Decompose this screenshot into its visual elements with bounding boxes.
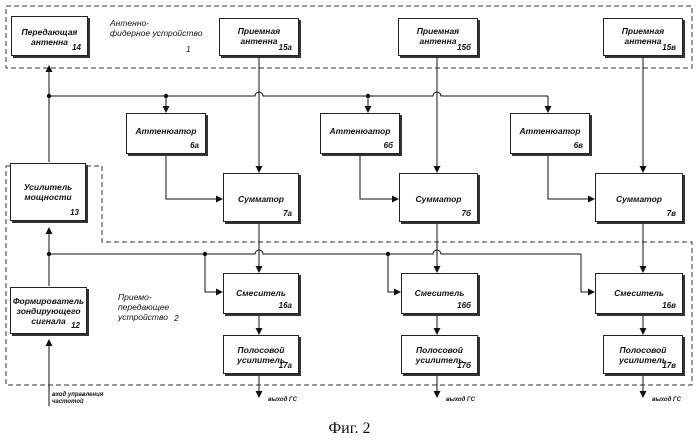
line-att-b-to-sum-b [360,154,398,199]
block-number: 17в [662,361,676,370]
line-bus-to-mix-v [581,254,594,292]
summator-v-block: Сумматор 7в [595,173,683,222]
block-number: 7а [283,209,292,218]
block-name: Аттенюатор [511,126,589,136]
block-number: 7в [667,209,676,218]
block-number: 6в [574,141,583,150]
tx-antenna-block: Передающая антенна 14 [11,16,88,56]
transceiver-title: Приемо- передающее устройство [118,292,169,322]
line-bus-to-mix-b [388,254,400,292]
bandpass-amplifier-v-block: Полосовой усилитель 17в [603,335,683,374]
rx-antenna-v-block: Приемная антенна 15в [603,18,683,56]
transceiver-number: 2 [174,313,179,323]
line-att-a-to-sum-a [166,154,222,199]
antenna-feeder-title: Антенно- фидерное устройство [110,18,202,38]
block-number: 16б [457,301,471,310]
block-name: Сумматор [596,194,682,204]
summator-a-block: Сумматор 7а [223,173,299,222]
antenna-feeder-group-border [6,6,692,68]
attenuator-a-block: Аттенюатор 6а [126,113,206,154]
block-name: Смеситель [224,288,298,298]
rx-antenna-b-block: Приемная антенна 15б [398,18,478,56]
block-name: Сумматор [400,194,477,204]
mixer-b-block: Смеситель 16б [401,273,478,314]
antenna-feeder-number: 1 [186,44,191,54]
power-amplifier-block: Усилитель мощности 13 [10,163,86,221]
block-number: 6а [190,141,199,150]
line-att-v-to-sum-v [548,154,594,199]
mixer-a-block: Смеситель 16а [223,273,299,314]
bandpass-amplifier-a-block: Полосовой усилитель 17а [223,335,299,374]
block-number: 15а [279,43,292,52]
output-a-label: выход ГС [268,397,297,404]
block-name: Сумматор [224,194,298,204]
block-name: Аттенюатор [127,126,205,136]
block-number: 16а [279,301,292,310]
block-number: 17б [457,361,471,370]
lo-bus [49,250,581,254]
block-name: Смеситель [402,288,477,298]
block-number: 12 [71,321,80,330]
top-bus [49,92,548,96]
block-number: 16в [662,301,676,310]
output-v-label: выход ГС [652,397,681,404]
block-number: 7б [462,209,471,218]
block-name: Смеситель [596,288,682,298]
signal-former-block: Формирователь зондирующего сигнала 12 [10,287,87,334]
block-name: Аттенюатор [321,126,399,136]
output-b-label: выход ГС [446,397,475,404]
block-number: 17а [279,361,292,370]
frequency-control-input-label: вход управления частотой [52,392,103,406]
block-number: 6б [384,141,393,150]
line-bus-to-mix-a [205,254,222,292]
bandpass-amplifier-b-block: Полосовой усилитель 17б [401,335,478,374]
rx-antenna-a-block: Приемная антенна 15а [219,18,299,56]
attenuator-b-block: Аттенюатор 6б [320,113,400,154]
mixer-v-block: Смеситель 16в [595,273,683,314]
block-number: 14 [72,43,81,52]
block-number: 15в [662,43,676,52]
block-number: 13 [70,208,79,217]
attenuator-v-block: Аттенюатор 6в [510,113,590,154]
block-number: 15б [457,43,471,52]
figure-caption: Фиг. 2 [0,420,699,438]
block-name: Усилитель мощности [11,182,85,202]
summator-b-block: Сумматор 7б [399,173,478,222]
